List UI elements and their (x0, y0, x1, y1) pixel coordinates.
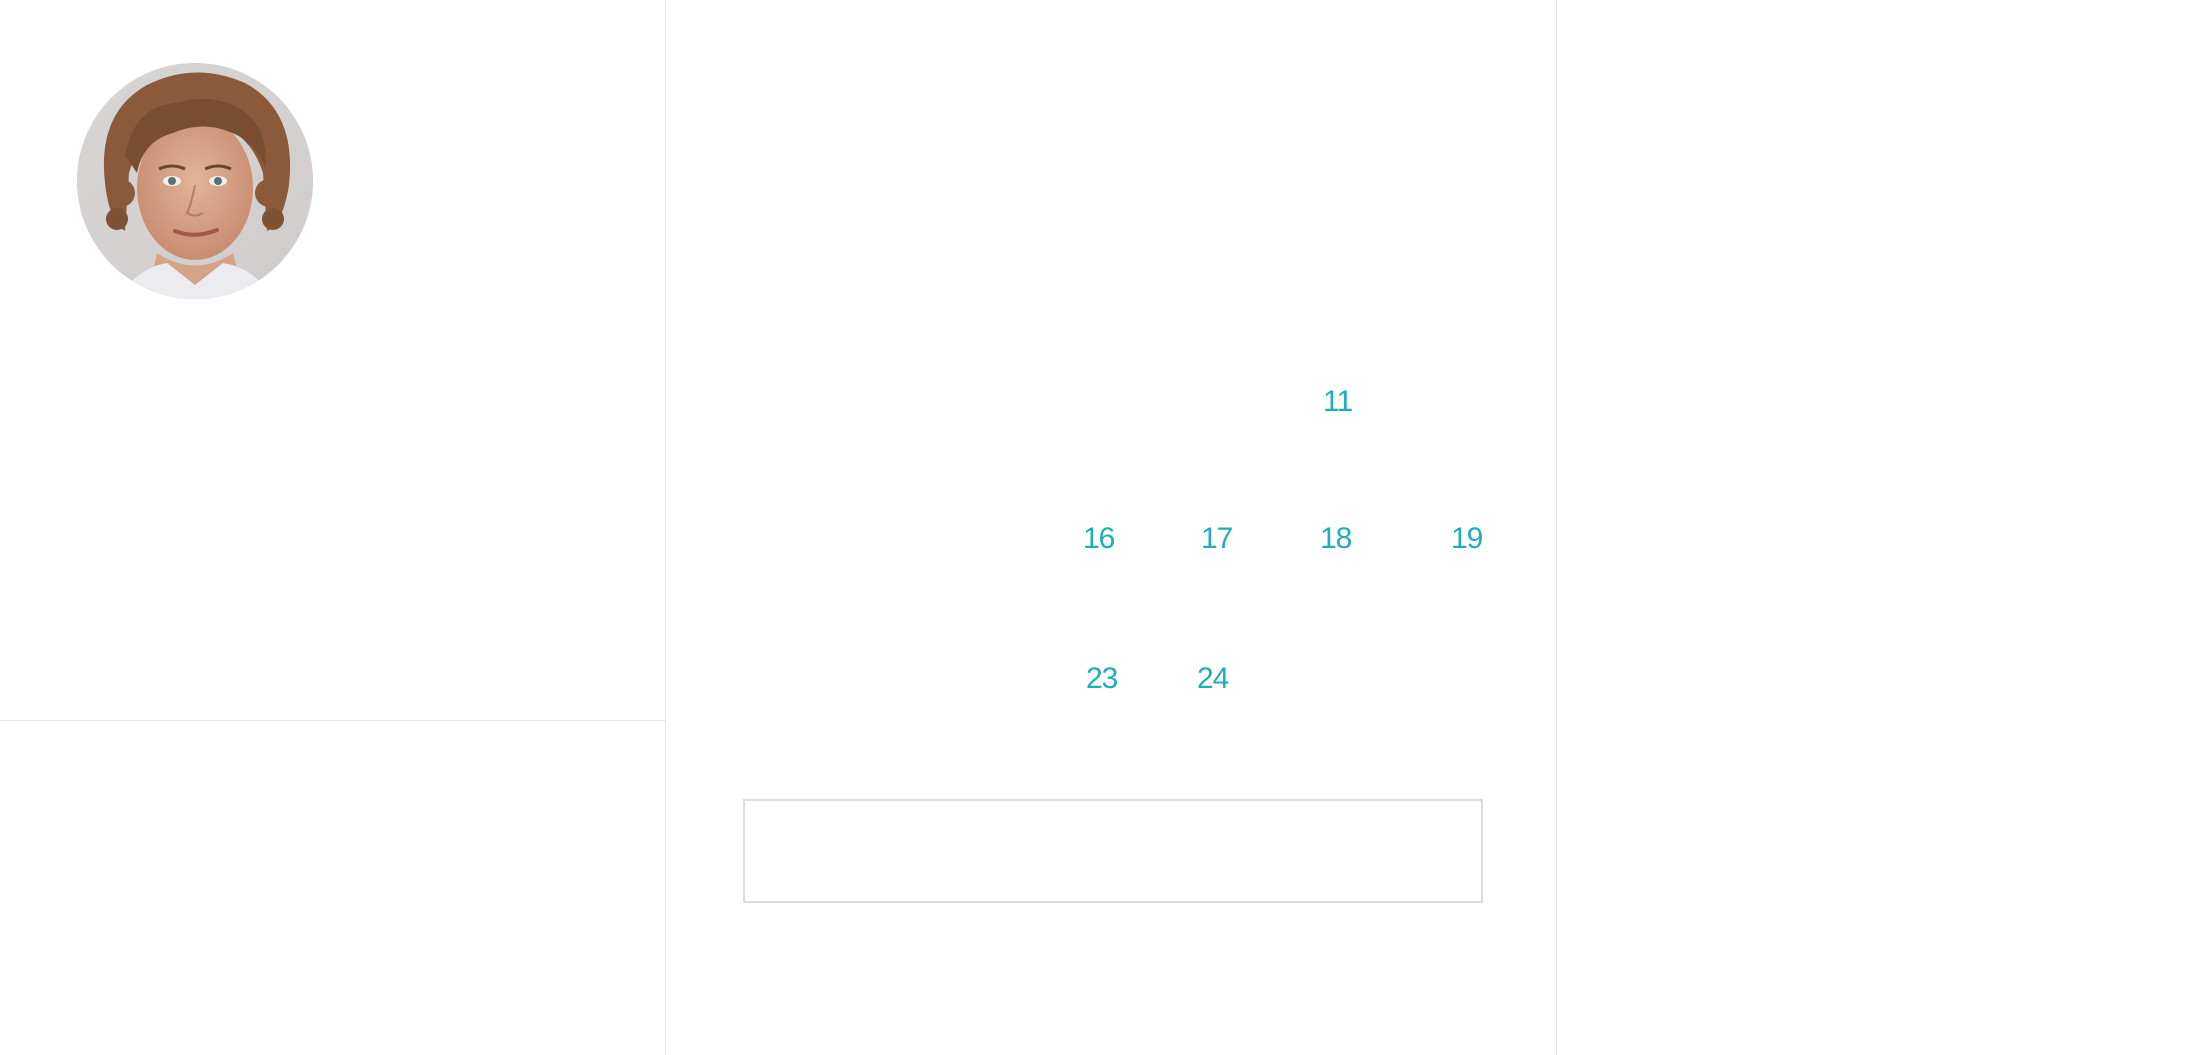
calendar-day-18[interactable]: 18 (1320, 522, 1352, 555)
calendar-day-17[interactable]: 17 (1201, 522, 1233, 555)
calendar-day-11[interactable]: 11 (1323, 385, 1353, 418)
avatar-photo-icon (77, 63, 313, 299)
calendar-day-24[interactable]: 24 (1197, 662, 1229, 695)
middle-panel: 11 16 17 18 19 23 24 (666, 0, 1557, 1055)
calendar-day-16[interactable]: 16 (1083, 522, 1115, 555)
calendar: 11 16 17 18 19 23 24 (666, 0, 1556, 740)
right-panel (1557, 0, 2202, 1055)
booking-input[interactable] (743, 799, 1483, 903)
calendar-day-19[interactable]: 19 (1451, 522, 1483, 555)
calendar-day-23[interactable]: 23 (1086, 662, 1118, 695)
avatar[interactable] (77, 63, 313, 299)
left-panel (0, 0, 666, 1055)
profile-card (0, 0, 665, 721)
